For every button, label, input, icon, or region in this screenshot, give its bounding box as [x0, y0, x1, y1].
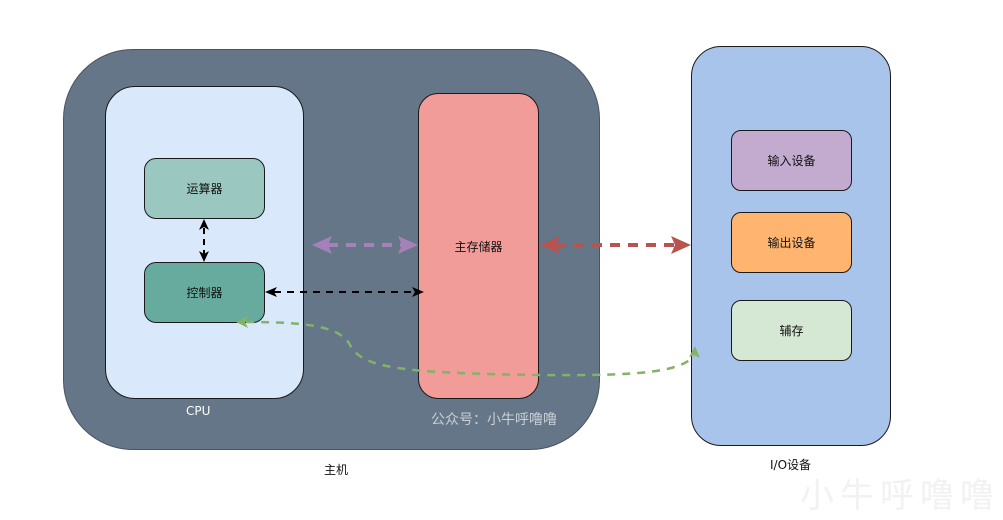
io-label: I/O设备 — [770, 458, 812, 472]
cpu-label: CPU — [186, 404, 211, 418]
watermark-inner: 公众号：小牛呼噜噜 — [431, 412, 557, 428]
cpu-container — [105, 86, 304, 399]
output-device-label: 输出设备 — [767, 236, 816, 250]
alu-label: 运算器 — [186, 182, 223, 196]
host-label: 主机 — [324, 463, 349, 477]
arrowhead-right — [671, 236, 691, 254]
alu-box: 运算器 — [144, 158, 265, 219]
watermark-corner: 小牛呼噜噜 — [800, 476, 1000, 516]
control-unit-box: 控制器 — [144, 262, 265, 323]
main-memory-box: 主存储器 — [418, 93, 539, 399]
input-device-label: 输入设备 — [767, 154, 816, 168]
aux-storage-box: 辅存 — [731, 300, 852, 361]
aux-storage-label: 辅存 — [779, 324, 804, 338]
input-device-box: 输入设备 — [731, 130, 852, 191]
output-device-box: 输出设备 — [731, 212, 852, 273]
control-unit-label: 控制器 — [186, 286, 223, 300]
main-memory-label: 主存储器 — [454, 240, 503, 254]
